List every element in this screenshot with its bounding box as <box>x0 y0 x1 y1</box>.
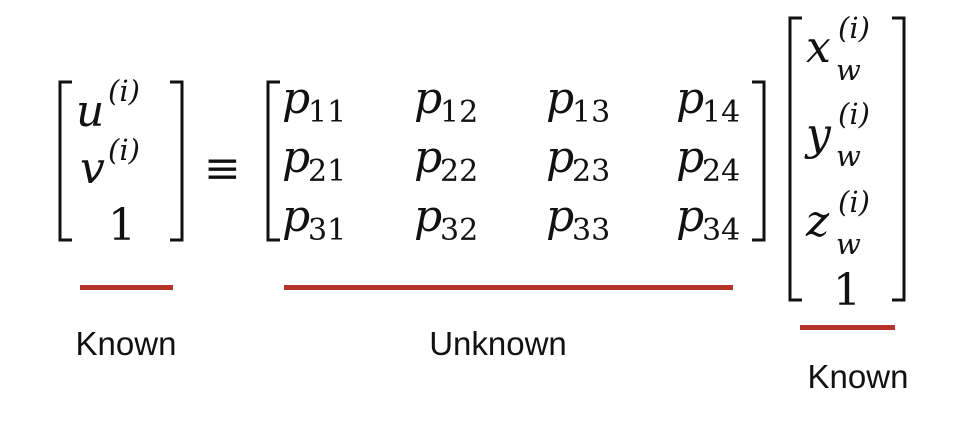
matrix-entry-p24: p <box>676 132 704 183</box>
matrix-entry-p21-sub: 21 <box>308 154 346 189</box>
matrix-entry-p11: p <box>282 73 310 124</box>
matrix-entry-p12-sub: 12 <box>440 95 478 130</box>
projection-matrix: p 11 p 12 p 13 p 14 p 21 p 22 p 23 p 24 … <box>282 73 740 248</box>
rhs-y-sup: (i) <box>838 97 870 131</box>
rhs-y-sub: w <box>836 139 861 173</box>
lhs-vector: u (i) v (i) 1 <box>76 74 140 251</box>
rhs-one: 1 <box>833 265 861 316</box>
rhs-x-sup: (i) <box>838 11 870 45</box>
matrix-entry-p32: p <box>414 191 442 242</box>
matrix-entry-p33-sub: 33 <box>572 213 610 248</box>
matrix-entry-p13: p <box>546 73 574 124</box>
matrix-entry-p14-sub: 14 <box>702 95 740 130</box>
rhs-y: y <box>804 109 832 160</box>
matrix-entry-p31: p <box>282 191 310 242</box>
matrix-underline <box>284 285 733 290</box>
rhs-underline <box>800 325 895 330</box>
matrix-entry-p23: p <box>546 132 574 183</box>
matrix-entry-p23-sub: 23 <box>572 154 610 189</box>
rhs-x: x <box>806 22 831 73</box>
lhs-underline <box>80 285 173 290</box>
matrix-entry-p13-sub: 13 <box>572 95 610 130</box>
lhs-one: 1 <box>108 200 136 251</box>
rhs-z-sub: w <box>836 227 861 261</box>
matrix-unknown-label: Unknown <box>429 325 567 362</box>
matrix-entry-p31-sub: 31 <box>308 213 346 248</box>
lhs-left-bracket <box>58 80 72 242</box>
rhs-vector: x (i) w y (i) w z (i) w 1 <box>804 11 870 316</box>
lhs-known-label: Known <box>76 325 177 362</box>
lhs-v: v <box>80 143 105 194</box>
lhs-u: u <box>76 86 104 137</box>
matrix-entry-p21: p <box>282 132 310 183</box>
matrix-entry-p14: p <box>676 73 704 124</box>
matrix-entry-p34-sub: 34 <box>702 213 740 248</box>
rhs-right-bracket <box>892 16 906 302</box>
rhs-known-label: Known <box>808 358 909 395</box>
matrix-entry-p12: p <box>414 73 442 124</box>
matrix-entry-p24-sub: 24 <box>702 154 740 189</box>
matrix-entry-p11-sub: 11 <box>308 95 346 130</box>
matrix-entry-p32-sub: 32 <box>440 213 478 248</box>
rhs-left-bracket <box>788 16 802 302</box>
matrix-entry-p33: p <box>546 191 574 242</box>
matrix-entry-p22: p <box>414 132 442 183</box>
matrix-entry-p22-sub: 22 <box>440 154 478 189</box>
matrix-right-bracket <box>752 80 766 242</box>
lhs-right-bracket <box>170 80 184 242</box>
equiv-symbol: ≡ <box>204 143 241 194</box>
rhs-z: z <box>805 196 830 247</box>
lhs-u-sup: (i) <box>108 74 140 108</box>
matrix-left-bracket <box>266 80 280 242</box>
rhs-x-sub: w <box>836 53 861 87</box>
matrix-entry-p34: p <box>676 191 704 242</box>
rhs-z-sup: (i) <box>838 185 870 219</box>
lhs-v-sup: (i) <box>108 133 140 167</box>
